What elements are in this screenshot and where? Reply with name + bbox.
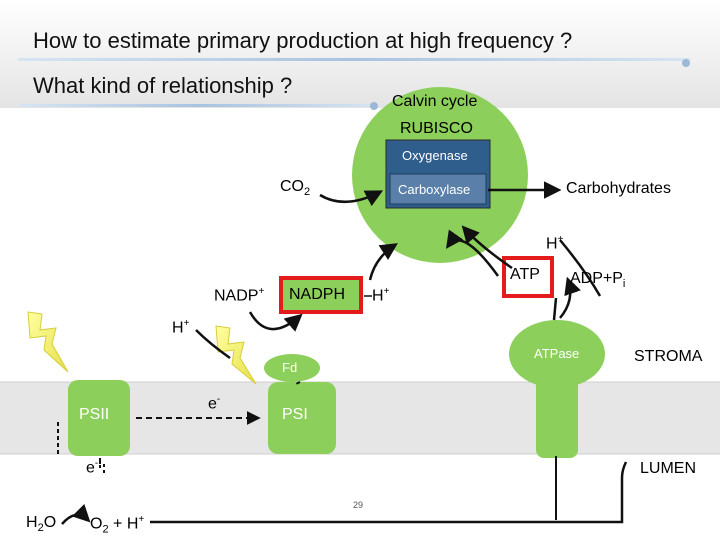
atpase-head [509, 320, 605, 388]
carboxylase-label: Carboxylase [398, 182, 471, 197]
o2-o: O [90, 515, 103, 533]
h2o-subscript: 2 [37, 522, 44, 535]
electron-left-sup: - [94, 458, 99, 469]
lightning-bolt-icon [27, 311, 69, 373]
atp-label: ATP [510, 266, 540, 283]
electron-left-text: e [86, 459, 95, 477]
o2-label: O2 + H+ [90, 514, 144, 536]
electron-mid-sup: - [216, 394, 221, 405]
psi-complex [268, 382, 336, 454]
o2-subscript: 2 [102, 523, 109, 536]
h-plus-top-label: H+ [546, 234, 563, 253]
calvin-cycle-title: Calvin cycle [392, 93, 478, 110]
h2o-h: H [26, 514, 38, 531]
co2-text: CO [280, 178, 304, 195]
oxygenase-label: Oxygenase [402, 148, 468, 163]
oxygenase-row [388, 142, 488, 170]
carbohydrates-label: Carbohydrates [566, 180, 671, 197]
lumen-label: LUMEN [640, 460, 697, 477]
title-underline [18, 58, 690, 61]
h-plus-top-text: H [546, 235, 558, 253]
nadph-h-sup: + [383, 286, 390, 297]
h-plus-left-label: H+ [172, 318, 189, 337]
electron-left-label: e- [86, 458, 98, 477]
psi-label: PSI [282, 406, 308, 423]
h-plus-left-text: H [172, 319, 184, 337]
slide-subtitle: What kind of relationship ? [33, 73, 293, 98]
co2-subscript: 2 [304, 186, 311, 199]
nadp-label: NADP+ [214, 286, 264, 305]
atpase-to-adp-arrow [559, 276, 581, 319]
co2-to-calvin-arrow [319, 190, 384, 207]
electron-psi-to-fd-arrow [295, 381, 301, 385]
adp-to-atp-arrow [552, 297, 558, 321]
adp-text: ADP+P [570, 270, 623, 287]
subtitle-underline [18, 104, 378, 107]
nadp-text: NADP [214, 287, 259, 305]
adp-label: ADP+Pi [570, 270, 625, 290]
h-plus-left-arrow [195, 329, 231, 360]
o2-sup: + [138, 514, 145, 525]
carboxylase-row [389, 173, 487, 205]
subtitle-underline-dot [370, 102, 378, 110]
page-number: 29 [353, 500, 364, 510]
psii-complex [68, 380, 130, 456]
atp-to-calvin-arrow [461, 225, 513, 270]
header-band [0, 0, 720, 108]
h-to-calvin-arrow [445, 229, 500, 277]
lumen-return-arrow [620, 461, 628, 479]
atpase-stalk [536, 370, 578, 458]
rubisco-label: RUBISCO [400, 120, 473, 137]
water-to-o2-arrow [61, 503, 91, 525]
o2-rest: + H [108, 515, 139, 533]
nadp-to-nadph-arrow [248, 311, 303, 332]
title-underline-dot [682, 59, 690, 67]
nadph-label: NADPH [289, 286, 346, 303]
stroma-label: STROMA [634, 348, 703, 365]
psii-label: PSII [79, 406, 110, 423]
h2o-o: O [43, 514, 57, 531]
slide-title: How to estimate primary production at hi… [33, 28, 573, 53]
adp-subscript: i [622, 278, 626, 291]
nadp-sup: + [258, 286, 265, 297]
electron-mid-label: e- [208, 394, 220, 413]
electron-mid-text: e [208, 395, 217, 413]
fd-label: Fd [282, 360, 298, 375]
lightning-bolt-icon [215, 325, 257, 385]
ferredoxin-ellipse [264, 354, 320, 382]
h-plus-top-sup: + [557, 234, 564, 245]
h2o-label: H2O [26, 514, 56, 534]
nadph-h-label: H+ [372, 286, 389, 305]
co2-label: CO2 [280, 178, 310, 198]
nadph-box [279, 276, 363, 314]
nadph-h-text: H [372, 287, 384, 305]
h-plus-top-arrow [559, 239, 602, 297]
atpase-label: ATPase [534, 346, 580, 361]
atp-box [502, 256, 554, 298]
nadph-to-calvin-arrow [368, 243, 398, 281]
h-plus-left-sup: + [183, 318, 190, 329]
lumen-proton-loop [150, 478, 624, 524]
